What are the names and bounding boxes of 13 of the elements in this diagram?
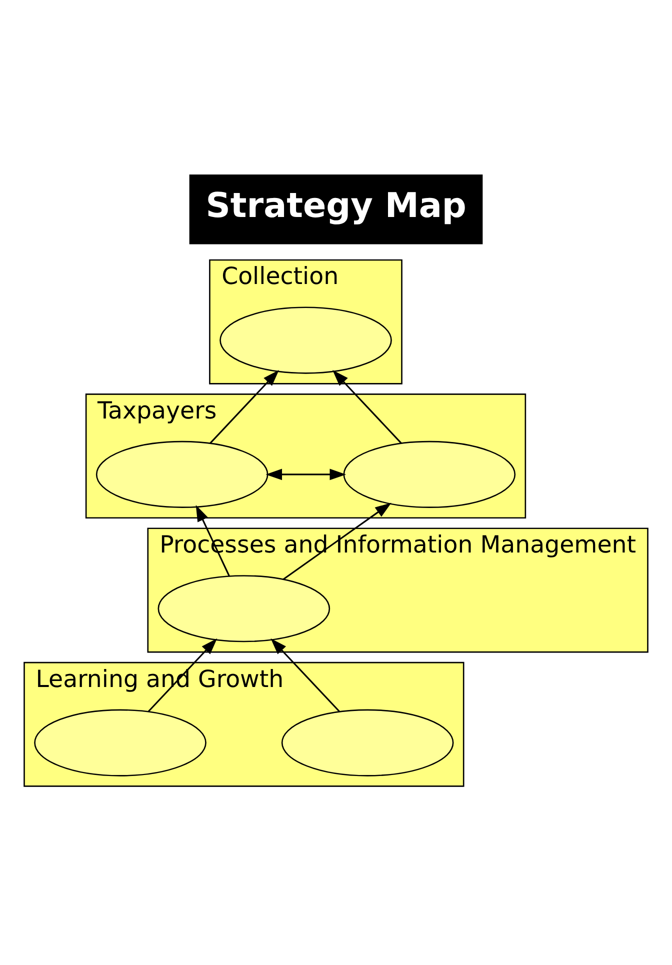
arrow <box>210 370 279 444</box>
node-ellipse <box>343 440 516 508</box>
arrow <box>332 370 402 444</box>
arrow <box>282 502 392 580</box>
node-ellipse <box>220 306 392 374</box>
diagram-title: Strategy Map <box>206 186 466 226</box>
node-ellipse <box>96 440 268 508</box>
node-ellipse <box>281 708 454 776</box>
arrow <box>266 468 346 480</box>
node-ellipse <box>34 708 206 776</box>
node-ellipse <box>158 574 330 642</box>
arrow <box>270 638 340 712</box>
cluster: Collection <box>209 258 402 384</box>
